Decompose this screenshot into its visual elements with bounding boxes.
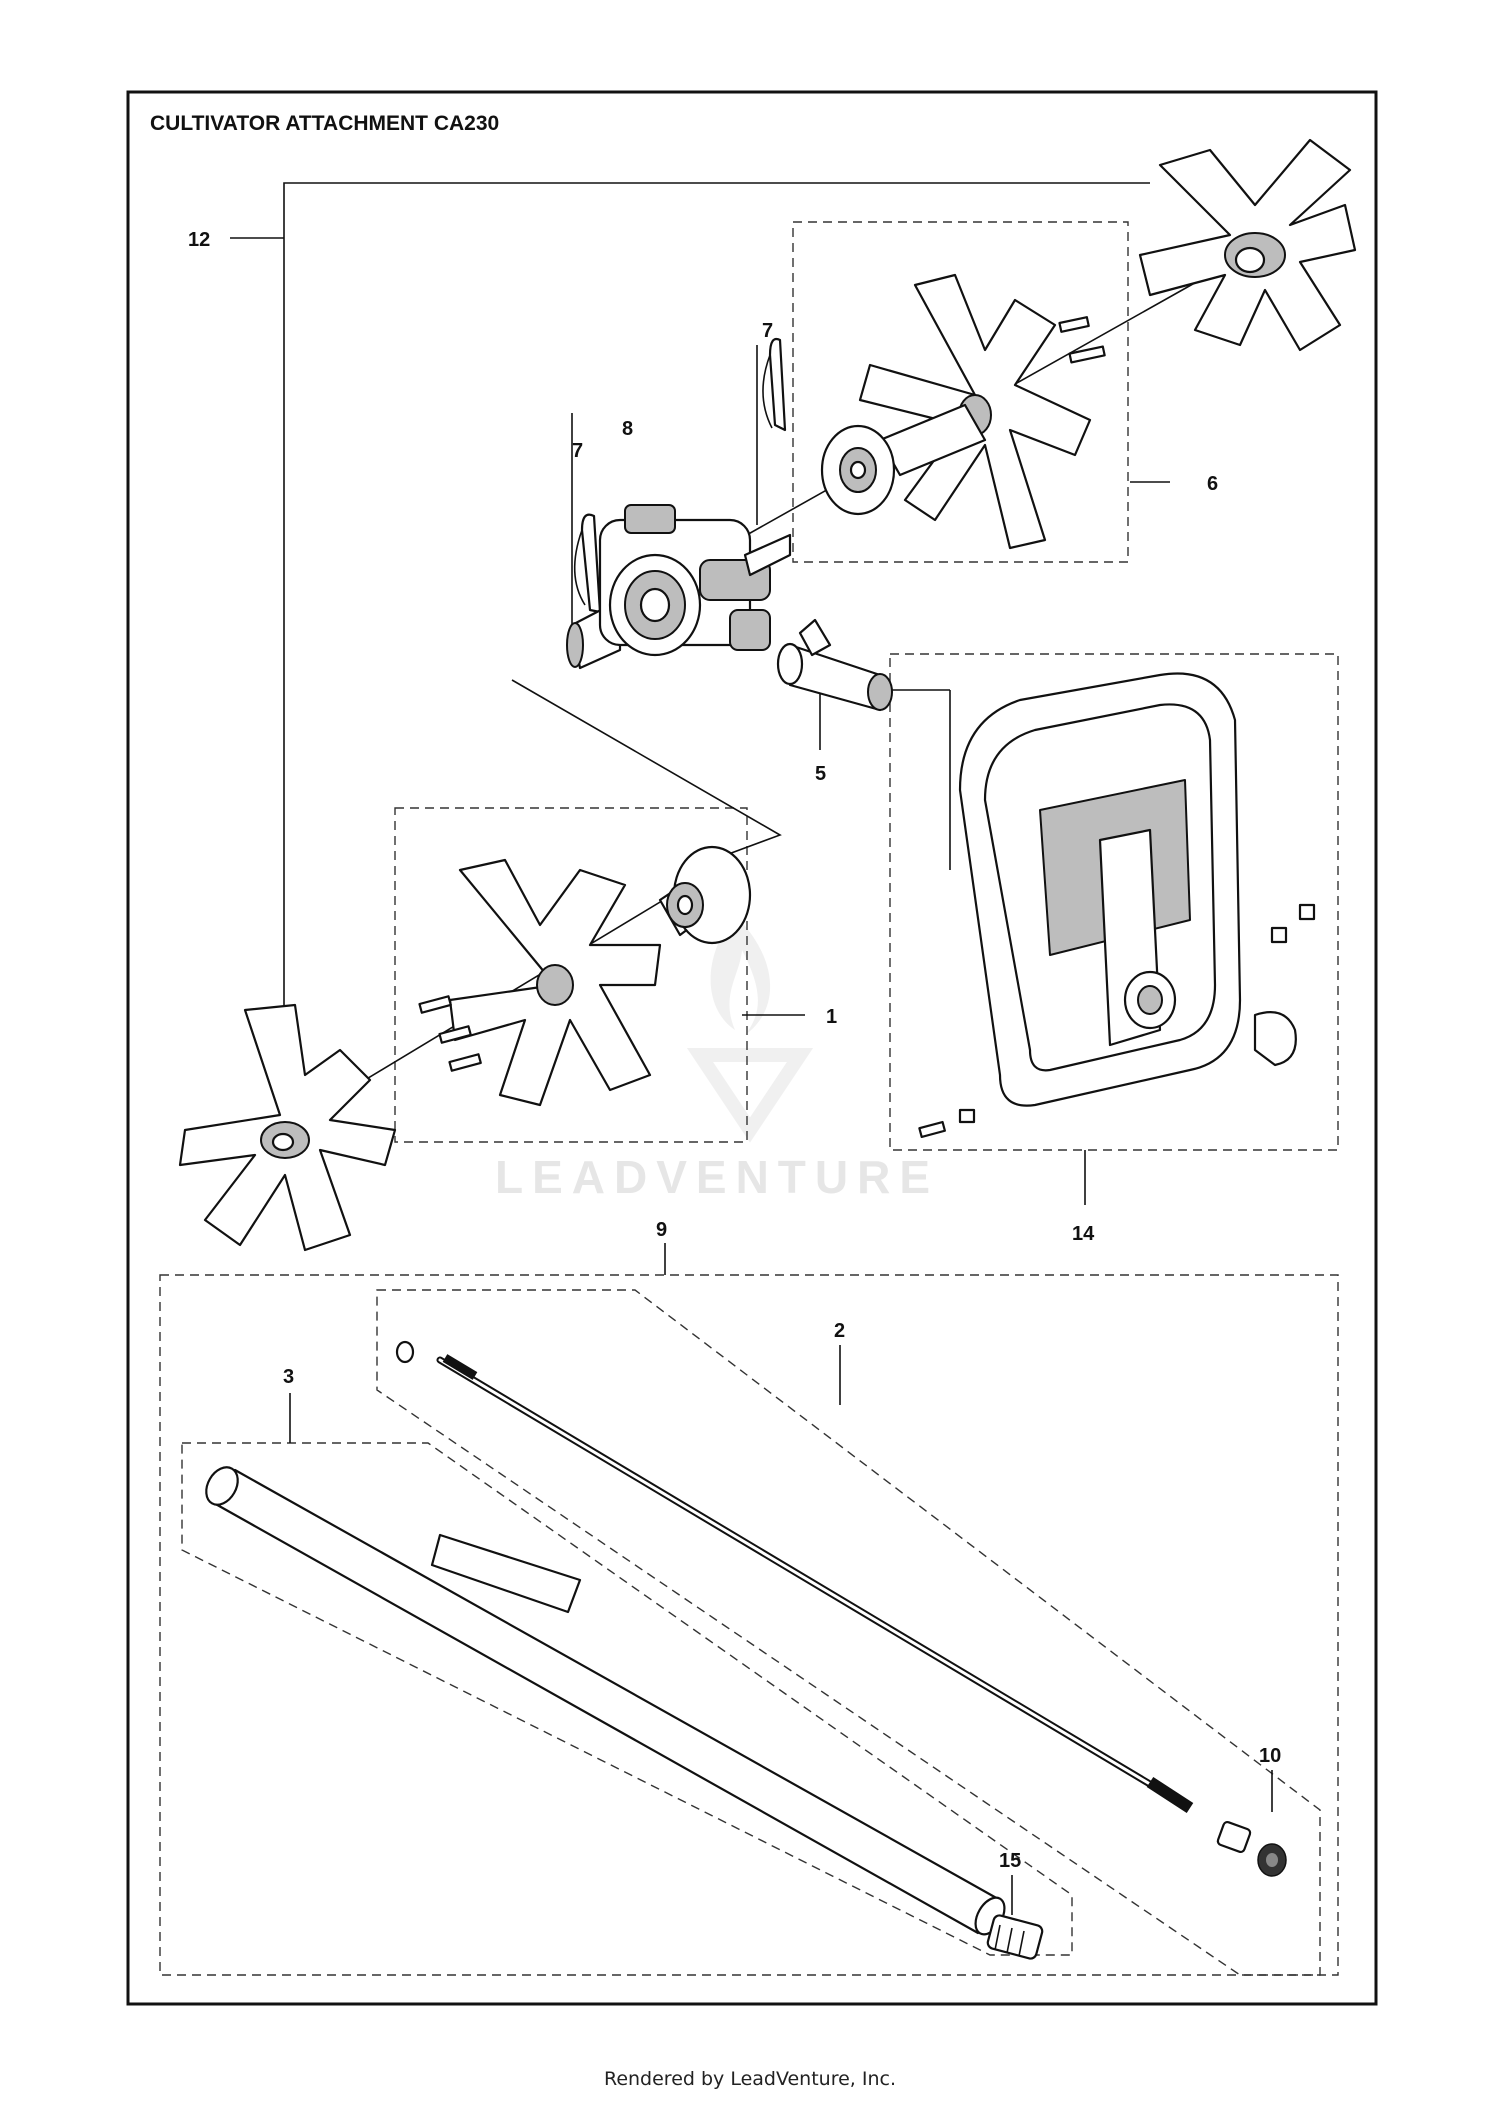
- tine-set-1: [418, 845, 752, 1107]
- nut-10: [1257, 1843, 1287, 1877]
- pin-7-right: [762, 337, 787, 432]
- outer-tine-left: [178, 1003, 397, 1252]
- diagram-frame: [126, 90, 1378, 2006]
- callout-12: 12: [188, 229, 210, 251]
- group-box-9: [159, 1274, 1339, 1976]
- diagram-title: CULTIVATOR ATTACHMENT CA230: [150, 112, 499, 135]
- callout-14: 14: [1072, 1223, 1095, 1245]
- coupling-tube-5: [776, 618, 893, 712]
- callout-7-left: 7: [572, 440, 583, 462]
- shield-14: [918, 672, 1316, 1139]
- callout-7-right: 7: [762, 320, 773, 342]
- watermark-text: LEADVENTURE: [495, 1151, 939, 1203]
- callout-6: 6: [1207, 473, 1218, 495]
- callouts: 12 7 7 8 6 5 1 9 14 2 3 10 15: [188, 229, 1281, 1872]
- group-box-3: [181, 1442, 1073, 1956]
- callout-9: 9: [656, 1219, 667, 1241]
- group-box-2: [376, 1289, 1321, 1976]
- outer-tine-right: [1138, 138, 1357, 352]
- callout-2: 2: [834, 1320, 845, 1342]
- shaft-tube-3: [205, 1466, 1006, 1936]
- group-box-1: [394, 807, 748, 1143]
- tine-set-6: [820, 273, 1106, 550]
- callout-3: 3: [283, 1366, 294, 1388]
- gearbox-8: [566, 504, 792, 670]
- callout-5: 5: [815, 763, 826, 785]
- footer-credit: Rendered by LeadVenture, Inc.: [603, 2068, 897, 2090]
- group-box-6: [792, 221, 1129, 563]
- watermark-logo: [686, 915, 814, 1143]
- callout-8: 8: [622, 418, 633, 440]
- callout-10: 10: [1259, 1745, 1281, 1767]
- bushing-15: [986, 1914, 1044, 1960]
- callout-15: 15: [999, 1850, 1021, 1872]
- callout-1: 1: [826, 1006, 837, 1028]
- group-box-14: [889, 653, 1339, 1151]
- pin-7-left: [573, 513, 602, 614]
- drive-shaft-2: [395, 1340, 1252, 1854]
